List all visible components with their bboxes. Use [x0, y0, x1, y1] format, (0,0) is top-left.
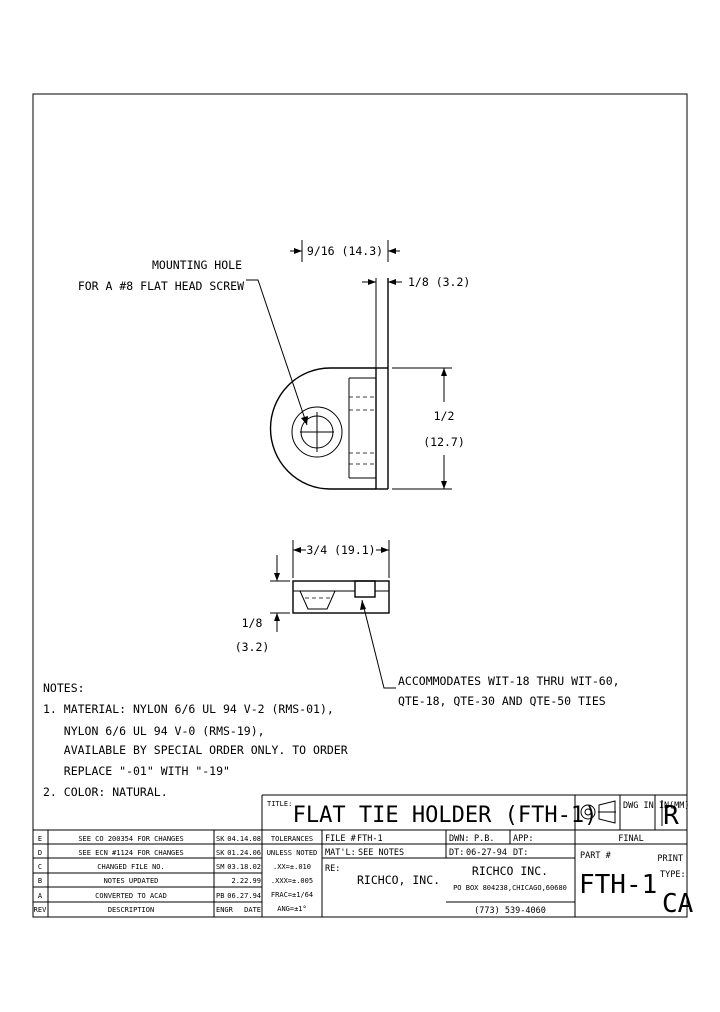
dim-length: 3/4 (19.1) — [292, 540, 390, 578]
rev-row-0-desc: SEE CO 200354 FOR CHANGES — [78, 835, 183, 843]
dim-thickness-top: 1/8 (3.2) — [362, 275, 470, 289]
note-line-4: REPLACE "-01" WITH "-19" — [43, 764, 230, 778]
dt-value: 06-27-94 — [466, 848, 507, 858]
rev-row-2-rev: C — [38, 863, 42, 871]
part-number: FTH-1 — [579, 870, 657, 900]
matl-label: MAT'L: — [325, 848, 356, 858]
dim-length-label: 3/4 (19.1) — [306, 543, 375, 557]
company-name: RICHCO, INC. — [357, 873, 440, 887]
third-angle-projection-icon — [580, 800, 616, 824]
rev-row-1-rev: D — [38, 849, 42, 857]
drawing-title: FLAT TIE HOLDER (FTH-1) — [293, 803, 598, 828]
rev-row-2-date: 03.18.02 — [227, 863, 261, 871]
top-view — [269, 278, 389, 490]
part-label: PART # — [580, 851, 612, 861]
notes-header: NOTES: — [43, 681, 85, 695]
rev-row-3-date: 2.22.99 — [231, 877, 261, 885]
file-label: FILE # — [325, 834, 357, 844]
print-label: PRINT — [657, 854, 683, 864]
print-type: CA — [662, 889, 694, 919]
sheet-border — [32, 93, 688, 918]
matl-value: SEE NOTES — [358, 848, 404, 858]
rev-row-0-date: 04.14.08 — [227, 835, 261, 843]
accommodates-callout: ACCOMMODATES WIT-18 THRU WIT-60, QTE-18,… — [360, 599, 620, 708]
tol-line-1: TOLERANCES — [271, 835, 313, 843]
richco-logo-letter: R — [663, 801, 679, 831]
dim-height-label-2: (12.7) — [423, 435, 465, 449]
file-value: FTH-1 — [357, 834, 383, 844]
title-label: TITLE: — [267, 800, 292, 808]
drawing-status: FINAL — [618, 834, 644, 844]
company-phone: (773) 539-4060 — [474, 906, 546, 916]
type-label: TYPE: — [660, 870, 686, 880]
rev-row-4-rev: A — [38, 892, 43, 900]
richco-logo: R — [661, 800, 679, 831]
note-line-2: NYLON 6/6 UL 94 V-0 (RMS-19), — [43, 724, 265, 738]
mounting-hole-callout: MOUNTING HOLE FOR A #8 FLAT HEAD SCREW — [78, 258, 308, 426]
rev-row-5-date: DATE — [244, 906, 261, 914]
title-block: TITLE: FLAT TIE HOLDER (FTH-1) DWG IN IN… — [32, 794, 694, 919]
mounting-hole-callout-line1: MOUNTING HOLE — [152, 258, 242, 272]
rev-row-5-rev: REV — [34, 906, 47, 914]
mounting-hole-callout-line2: FOR A #8 FLAT HEAD SCREW — [78, 279, 244, 293]
accommodates-line1: ACCOMMODATES WIT-18 THRU WIT-60, — [398, 674, 620, 688]
rev-row-3-rev: B — [38, 877, 42, 885]
countersink — [299, 590, 336, 610]
dwn-label: DWN: — [449, 834, 469, 844]
rev-row-1-engr: SK — [216, 849, 225, 857]
dim-width-top: 9/16 (14.3) — [290, 240, 400, 262]
tol-line-4: .XXX=±.005 — [271, 877, 313, 885]
revision-table: E SEE CO 200354 FOR CHANGES SK 04.14.08 … — [34, 835, 261, 914]
dim-thickness-top-label: 1/8 (3.2) — [408, 275, 470, 289]
app-label: APP: — [513, 834, 533, 844]
top-view-ear-outline — [269, 367, 376, 490]
rev-row-1-desc: SEE ECN #1124 FOR CHANGES — [78, 849, 183, 857]
rev-row-3-desc: NOTES UPDATED — [104, 877, 159, 885]
dim-width-top-label: 9/16 (14.3) — [307, 244, 383, 258]
rev-row-0-engr: SK — [216, 835, 225, 843]
rev-row-4-desc: CONVERTED TO ACAD — [95, 892, 167, 900]
dim-thickness-side: 1/8 (3.2) — [235, 555, 290, 654]
dwn-value: P.B. — [474, 834, 494, 844]
dim-height-label-1: 1/2 — [434, 409, 455, 423]
note-line-5: 2. COLOR: NATURAL. — [43, 785, 168, 799]
rev-row-2-desc: CHANGED FILE NO. — [97, 863, 164, 871]
dwg-units-text: DWG IN IN(MM) — [623, 801, 690, 811]
tol-line-6: ANG=±1° — [277, 905, 307, 913]
dim-height: 1/2 (12.7) — [392, 367, 465, 490]
re-label: RE: — [325, 864, 340, 874]
rev-row-5-engr: ENGR — [216, 906, 234, 914]
dim-thickness-side-label-1: 1/8 — [242, 616, 263, 630]
dwg-units: DWG IN IN(MM) — [623, 801, 690, 811]
rev-row-1-date: 01.24.06 — [227, 849, 261, 857]
rev-row-5-desc: DESCRIPTION — [108, 906, 154, 914]
rev-row-4-engr: PB — [216, 892, 224, 900]
company-address: PO BOX 804238,CHICAGO,60680 — [453, 884, 567, 892]
side-view-slot — [354, 580, 376, 598]
dt2-label: DT: — [513, 848, 528, 858]
notes-block: NOTES: 1. MATERIAL: NYLON 6/6 UL 94 V-2 … — [43, 681, 348, 799]
mounting-hole-outer — [291, 406, 343, 458]
tol-line-3: .XX=±.010 — [273, 863, 311, 871]
rev-row-0-rev: E — [38, 835, 42, 843]
tol-line-5: FRAC=±1/64 — [271, 891, 313, 899]
accommodates-line2: QTE-18, QTE-30 AND QTE-50 TIES — [398, 694, 606, 708]
rev-row-2-engr: SM — [216, 863, 224, 871]
tol-line-2: UNLESS NOTED — [267, 849, 318, 857]
side-view — [292, 580, 390, 614]
note-line-3: AVAILABLE BY SPECIAL ORDER ONLY. TO ORDE… — [43, 743, 348, 757]
note-line-1: 1. MATERIAL: NYLON 6/6 UL 94 V-2 (RMS-01… — [43, 702, 334, 716]
dim-thickness-side-label-2: (3.2) — [235, 640, 270, 654]
company-name-2: RICHCO INC. — [472, 864, 548, 878]
side-view-outline — [292, 580, 390, 614]
rev-row-4-date: 06.27.94 — [227, 892, 261, 900]
dt-label: DT: — [449, 848, 464, 858]
